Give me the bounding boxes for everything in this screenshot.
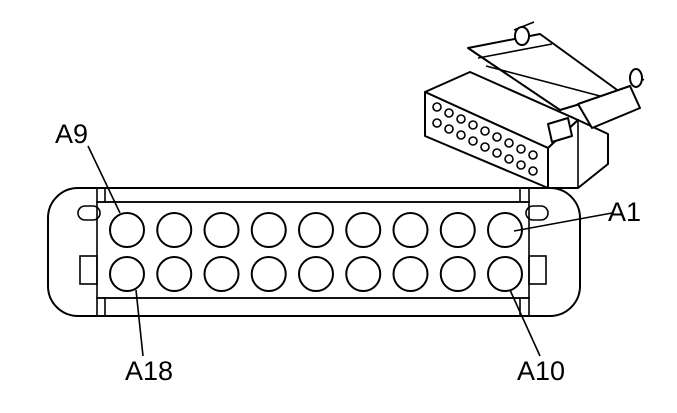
left-key-slot: [77, 205, 101, 221]
pin-cavity-circle: [203, 256, 240, 292]
pin-cavity-circle: [298, 256, 334, 292]
label-a10: A10: [517, 356, 565, 386]
connector-isometric-view: [424, 21, 645, 189]
bottom-rail: [96, 297, 530, 317]
pin-cavity-circle: [250, 256, 287, 292]
pin-cavity-circle: [298, 212, 334, 248]
label-a18: A18: [125, 356, 173, 386]
pin-cavity-circle: [487, 256, 523, 292]
label-a1: A1: [608, 197, 641, 227]
pin-cavity-circle: [345, 212, 382, 248]
leader-a1: [513, 212, 613, 232]
pin-cavity-circle: [392, 212, 429, 248]
label-a9: A9: [55, 119, 88, 149]
pin-cavity-circle: [156, 256, 193, 292]
top-rail: [96, 187, 530, 203]
right-side-tab: [528, 255, 547, 285]
leader-a10: [509, 289, 541, 357]
right-key-slot: [525, 205, 549, 221]
pin-cavity-circle: [109, 256, 145, 292]
pin-cavity-circle: [439, 256, 476, 292]
leader-lines: [87, 145, 613, 357]
pin-grid: [109, 212, 523, 292]
leader-a9: [87, 145, 121, 214]
pin-cavity-circle: [250, 212, 287, 248]
pin-cavity-circle: [156, 212, 193, 248]
pin-cavity-circle: [392, 256, 429, 292]
connector-body: [47, 187, 581, 317]
connector-face: [47, 187, 581, 317]
pin-cavity-circle: [439, 212, 476, 248]
leader-a18: [135, 289, 144, 357]
pin-cavity: [96, 201, 530, 299]
pin-cavity-circle: [109, 212, 145, 248]
left-side-tab: [79, 255, 98, 285]
pin-cavity-circle: [345, 256, 382, 292]
pin-cavity-circle: [203, 212, 240, 248]
